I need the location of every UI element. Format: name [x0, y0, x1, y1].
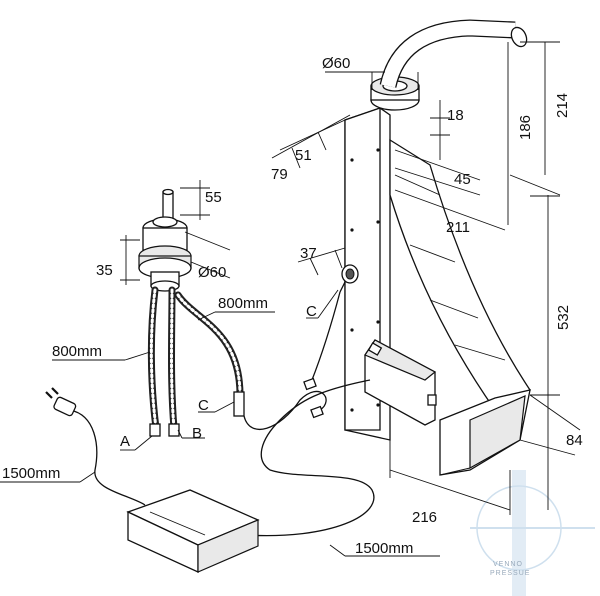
leader-labels: 800mm 800mm 1500mm 1500mm C C A B [0, 289, 440, 557]
label-d60-top: Ø60 [322, 55, 350, 72]
label-dim-18: 18 [447, 107, 464, 124]
label-cable-1500-bottom: 1500mm [355, 540, 413, 557]
label-dim-186: 186 [517, 115, 534, 140]
watermark-line1: VENNO [493, 561, 523, 568]
power-plug [45, 387, 77, 417]
dimension-lines-unit: Ø60 18 186 214 51 79 45 211 37 [271, 41, 583, 526]
label-conn-b: B [192, 425, 202, 442]
cables [45, 291, 375, 537]
panel-rivets [350, 148, 380, 412]
label-dim-37: 37 [300, 245, 317, 262]
sensor-c-upper [339, 264, 359, 293]
label-dim-216: 216 [412, 509, 437, 526]
label-d60-mid: Ø60 [198, 264, 226, 281]
watermark-line2: PRESSUE [490, 570, 530, 577]
label-dim-211: 211 [446, 219, 470, 236]
label-dim-51: 51 [295, 147, 312, 164]
label-dim-532: 532 [555, 305, 572, 330]
label-hose-800-right: 800mm [218, 295, 268, 312]
supply-hoses [147, 286, 245, 437]
dimension-lines-flange: 55 35 Ø60 [96, 180, 231, 285]
label-dim-79: 79 [271, 166, 288, 183]
label-dim-214: 214 [554, 93, 571, 118]
label-conn-a: A [120, 433, 130, 450]
label-conn-c-lower: C [198, 397, 209, 414]
hose-fitting-c [233, 391, 245, 417]
label-dim-84: 84 [566, 432, 583, 449]
label-hose-800-left: 800mm [52, 343, 102, 360]
watermark: VENNO PRESSUE [470, 470, 595, 596]
label-cable-1500-left: 1500mm [2, 465, 60, 482]
deck-flange-assembly [138, 188, 192, 292]
spout-unit [339, 19, 531, 476]
label-dim-35: 35 [96, 262, 113, 279]
label-conn-c-upper: C [306, 303, 317, 320]
label-dim-55: 55 [205, 189, 222, 206]
label-dim-45: 45 [454, 171, 471, 188]
power-supply-box [126, 489, 260, 574]
